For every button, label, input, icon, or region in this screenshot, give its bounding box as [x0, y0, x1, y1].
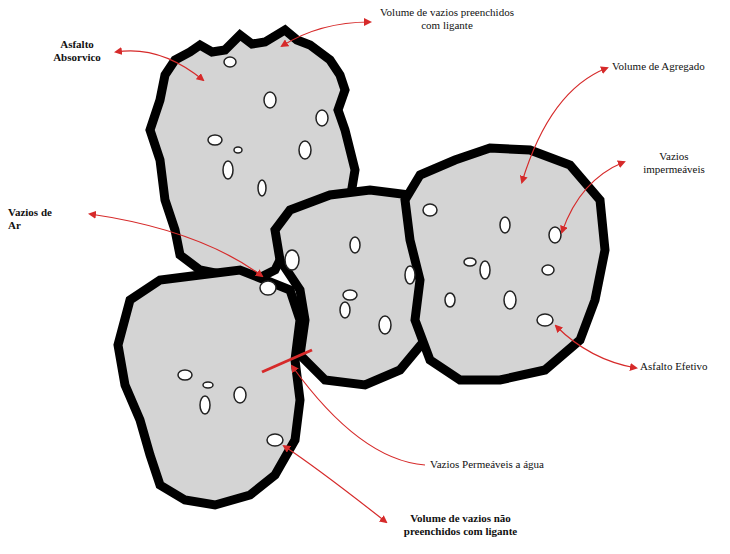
callout-label: Volume de Agregado [612, 60, 722, 73]
callout-label: Vazios impermeáveis [628, 150, 720, 176]
red-segment [262, 350, 312, 372]
callout-label: Asfalto Absorvico [42, 38, 112, 64]
callout-label: Vazios Permeáveis a água [430, 458, 590, 471]
callout-label: Asfalto Efetivo [640, 360, 725, 373]
callout-label: Volume de vazios não preenchidos com lig… [388, 512, 533, 538]
callout-label: Vazios de Ar [8, 206, 60, 232]
callout-label: Volume de vazios preenchidos com ligante [372, 6, 522, 32]
